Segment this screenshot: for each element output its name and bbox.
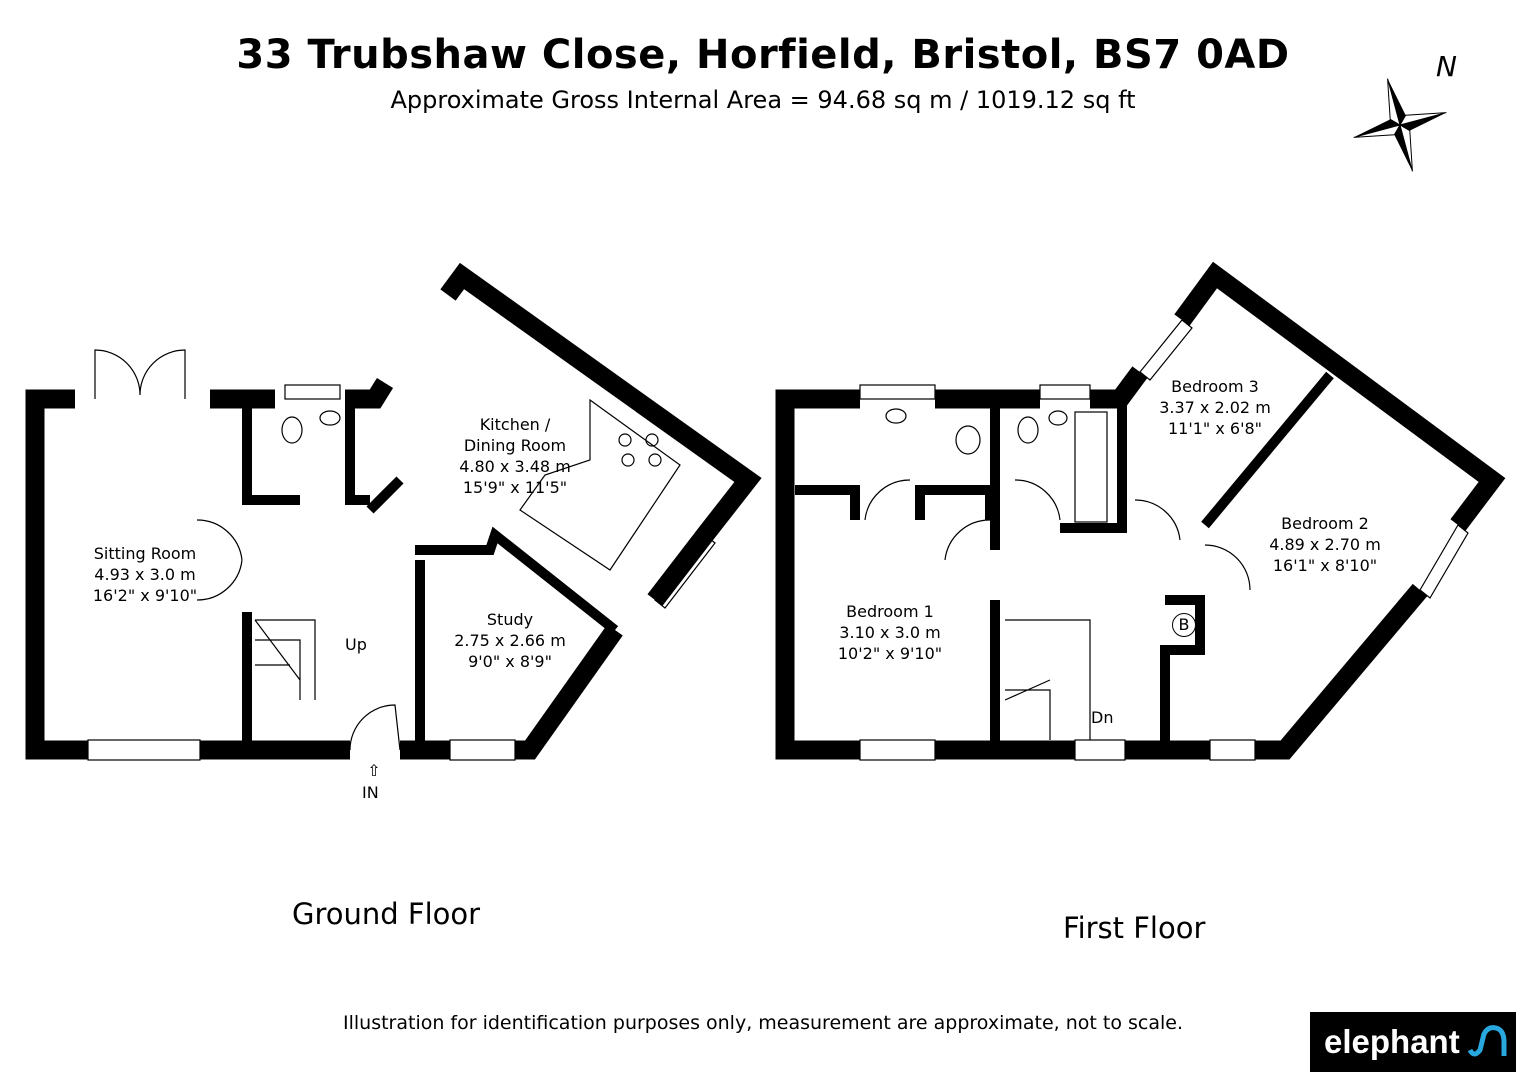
room-name: Dining Room <box>463 436 567 455</box>
page-title: 33 Trubshaw Close, Horfield, Bristol, BS… <box>236 32 1290 78</box>
entrance-label: IN <box>362 783 379 802</box>
room-imperial: 9'0" x 8'9" <box>468 652 552 671</box>
room-imperial: 16'1" x 8'10" <box>1272 556 1378 575</box>
compass-icon <box>1353 78 1447 172</box>
room-study: Study 2.75 x 2.66 m 9'0" x 8'9" <box>450 609 570 672</box>
first-floor-fixtures <box>859 319 1469 761</box>
room-imperial: 10'2" x 9'10" <box>837 644 943 663</box>
room-name: Bedroom 2 <box>1281 514 1369 533</box>
compass-north-label: N <box>1436 50 1457 83</box>
room-metric: 3.37 x 2.02 m <box>1159 398 1271 417</box>
room-name: Sitting Room <box>93 544 197 563</box>
ground-floor-walls <box>25 262 762 760</box>
first-floor-label: First Floor <box>1063 911 1206 945</box>
room-bedroom-2: Bedroom 2 4.89 x 2.70 m 16'1" x 8'10" <box>1245 513 1405 576</box>
room-metric: 4.80 x 3.48 m <box>459 457 571 476</box>
ground-floor-fixtures <box>87 349 716 761</box>
elephant-trunk-icon <box>1467 1025 1507 1057</box>
room-bedroom-3: Bedroom 3 3.37 x 2.02 m 11'1" x 6'8" <box>1135 376 1295 439</box>
boiler-label: B <box>1172 613 1196 637</box>
disclaimer: Illustration for identification purposes… <box>342 1012 1183 1034</box>
logo-text: elephant <box>1324 1023 1460 1060</box>
stairs-up-label: Up <box>345 635 367 654</box>
room-imperial: 16'2" x 9'10" <box>92 586 198 605</box>
room-metric: 2.75 x 2.66 m <box>454 631 566 650</box>
room-name: Study <box>486 610 534 629</box>
area-subtitle: Approximate Gross Internal Area = 94.68 … <box>390 86 1136 114</box>
first-floor-internal-walls <box>795 371 1334 745</box>
ground-floor-internal-walls <box>242 405 619 745</box>
room-sitting-room: Sitting Room 4.93 x 3.0 m 16'2" x 9'10" <box>70 543 220 606</box>
room-metric: 4.89 x 2.70 m <box>1269 535 1381 554</box>
room-name: Bedroom 3 <box>1171 377 1259 396</box>
room-name: Kitchen / <box>479 415 551 434</box>
room-metric: 3.10 x 3.0 m <box>839 623 941 642</box>
room-kitchen: Kitchen / Dining Room 4.80 x 3.48 m 15'9… <box>435 414 595 498</box>
room-imperial: 15'9" x 11'5" <box>462 478 568 497</box>
entrance-arrow-icon: ⇧ <box>367 761 381 780</box>
room-name: Bedroom 1 <box>846 602 934 621</box>
room-bedroom-1: Bedroom 1 3.10 x 3.0 m 10'2" x 9'10" <box>815 601 965 664</box>
room-imperial: 11'1" x 6'8" <box>1167 419 1263 438</box>
first-floor-walls <box>775 261 1506 760</box>
stairs-down-label: Dn <box>1091 708 1114 727</box>
elephant-logo: elephant <box>1310 1012 1516 1072</box>
ground-floor-label: Ground Floor <box>292 897 481 931</box>
room-metric: 4.93 x 3.0 m <box>94 565 196 584</box>
